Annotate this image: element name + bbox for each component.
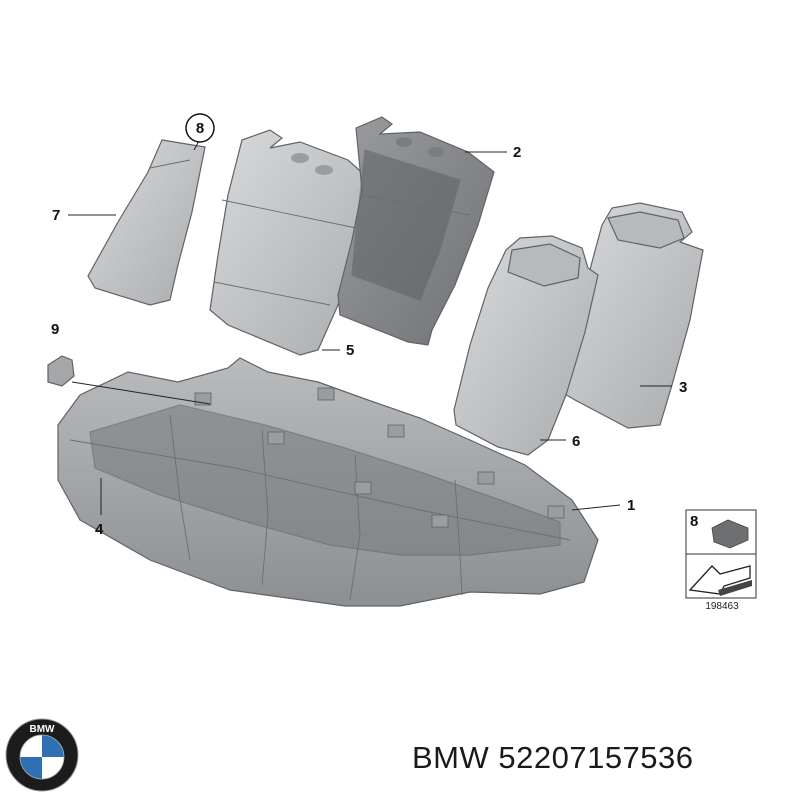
callout-7: 7 (52, 207, 60, 224)
callout-2: 2 (513, 144, 521, 161)
part-3-right-backrest (557, 202, 704, 429)
part-7-side-trim (87, 139, 206, 306)
inset-clip-icon (711, 519, 749, 549)
leader-lines (68, 138, 672, 515)
callout-8: 8 (196, 120, 204, 137)
inset-label-8: 8 (690, 513, 698, 530)
callout-6: 6 (572, 433, 580, 450)
logo-lettering: BMW (30, 724, 56, 735)
bmw-logo: BMW (5, 718, 79, 792)
reference-number: 198463 (705, 601, 739, 612)
callout-3: 3 (679, 379, 687, 396)
part-4-seat-cushion (57, 357, 599, 607)
inset-box: 8 198463 (685, 509, 757, 612)
part-2-center-backrest-frame (337, 116, 495, 346)
callout-5: 5 (346, 342, 354, 359)
callout-8-circle (185, 113, 215, 143)
part-6-middle-backrest (453, 235, 599, 456)
callout-1: 1 (627, 497, 635, 514)
footer-part-label: BMW 52207157536 (412, 740, 694, 775)
callout-9: 9 (51, 321, 59, 338)
part-9-clip (47, 355, 75, 387)
callout-4: 4 (95, 521, 104, 538)
